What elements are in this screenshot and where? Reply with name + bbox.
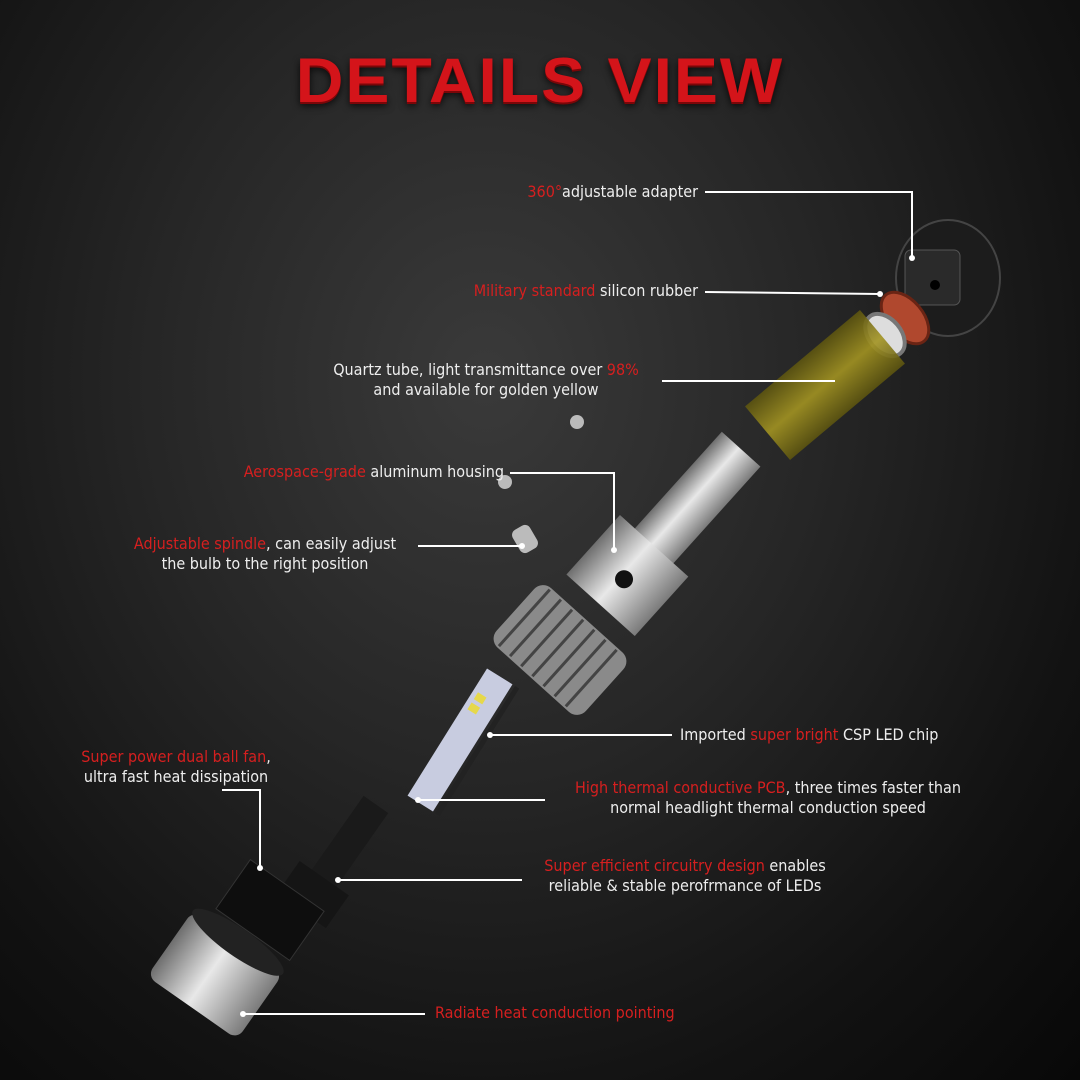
label-fan: Super power dual ball fan, ultra fast he… [60, 747, 292, 787]
label-white: , can easily adjust [266, 534, 397, 553]
label-line2: the bulb to the right position [161, 554, 369, 573]
label-spindle: Adjustable spindle, can easily adjust th… [110, 534, 420, 574]
housing-part [566, 431, 761, 637]
fan-part [215, 858, 325, 962]
label-white: CSP LED chip [838, 725, 939, 744]
screw-part [570, 415, 584, 429]
label-white: silicon rubber [595, 281, 698, 300]
label-red: Radiate heat conduction pointing [435, 1003, 675, 1022]
label-red: Super efficient circuitry design [544, 856, 765, 875]
label-rubber: Military standard silicon rubber [474, 281, 698, 301]
label-white: adjustable adapter [562, 182, 698, 201]
label-red: Adjustable spindle [133, 534, 267, 553]
label-adapter: 360°adjustable adapter [527, 182, 698, 202]
adapter-part [895, 219, 1001, 337]
led-pcb-part [407, 668, 520, 816]
label-white: Imported [680, 725, 751, 744]
label-white: Quartz tube, light transmittance over [333, 360, 607, 379]
label-white: , three times faster than [785, 778, 961, 797]
label-pcb: High thermal conductive PCB, three times… [545, 778, 991, 818]
page-title: DETAILS VIEW [295, 44, 785, 116]
label-housing: Aerospace-grade aluminum housing [244, 462, 504, 482]
spindle-part [512, 524, 538, 554]
label-circuit: Super efficient circuitry design enables… [522, 856, 848, 896]
heatsink-part [493, 585, 627, 715]
label-line2: normal headlight thermal conduction spee… [610, 798, 926, 817]
label-white: , [266, 747, 271, 766]
label-red: Aerospace-grade [243, 462, 366, 481]
label-white: aluminum housing [365, 462, 504, 481]
cap-part [150, 908, 284, 1036]
label-red: super bright [750, 725, 839, 744]
label-line2: reliable & stable perofrmance of LEDs [548, 876, 822, 895]
label-line2: ultra fast heat dissipation [83, 767, 269, 786]
leader-lines [222, 191, 913, 1015]
screw-part [498, 475, 512, 489]
driver-part [276, 795, 389, 929]
label-line2: and available for golden yellow [373, 380, 599, 399]
label-red: High thermal conductive PCB [575, 778, 786, 797]
quartz-tube-part [745, 309, 905, 461]
label-radiate: Radiate heat conduction pointing [435, 1003, 675, 1023]
label-quartz: Quartz tube, light transmittance over 98… [300, 360, 672, 400]
label-red: Super power dual ball fan [81, 747, 267, 766]
label-chip: Imported super bright CSP LED chip [680, 725, 938, 745]
label-white: enables [764, 856, 826, 875]
label-red: Military standard [473, 281, 596, 300]
label-red: 98% [606, 360, 639, 379]
label-red: 360° [527, 182, 563, 201]
